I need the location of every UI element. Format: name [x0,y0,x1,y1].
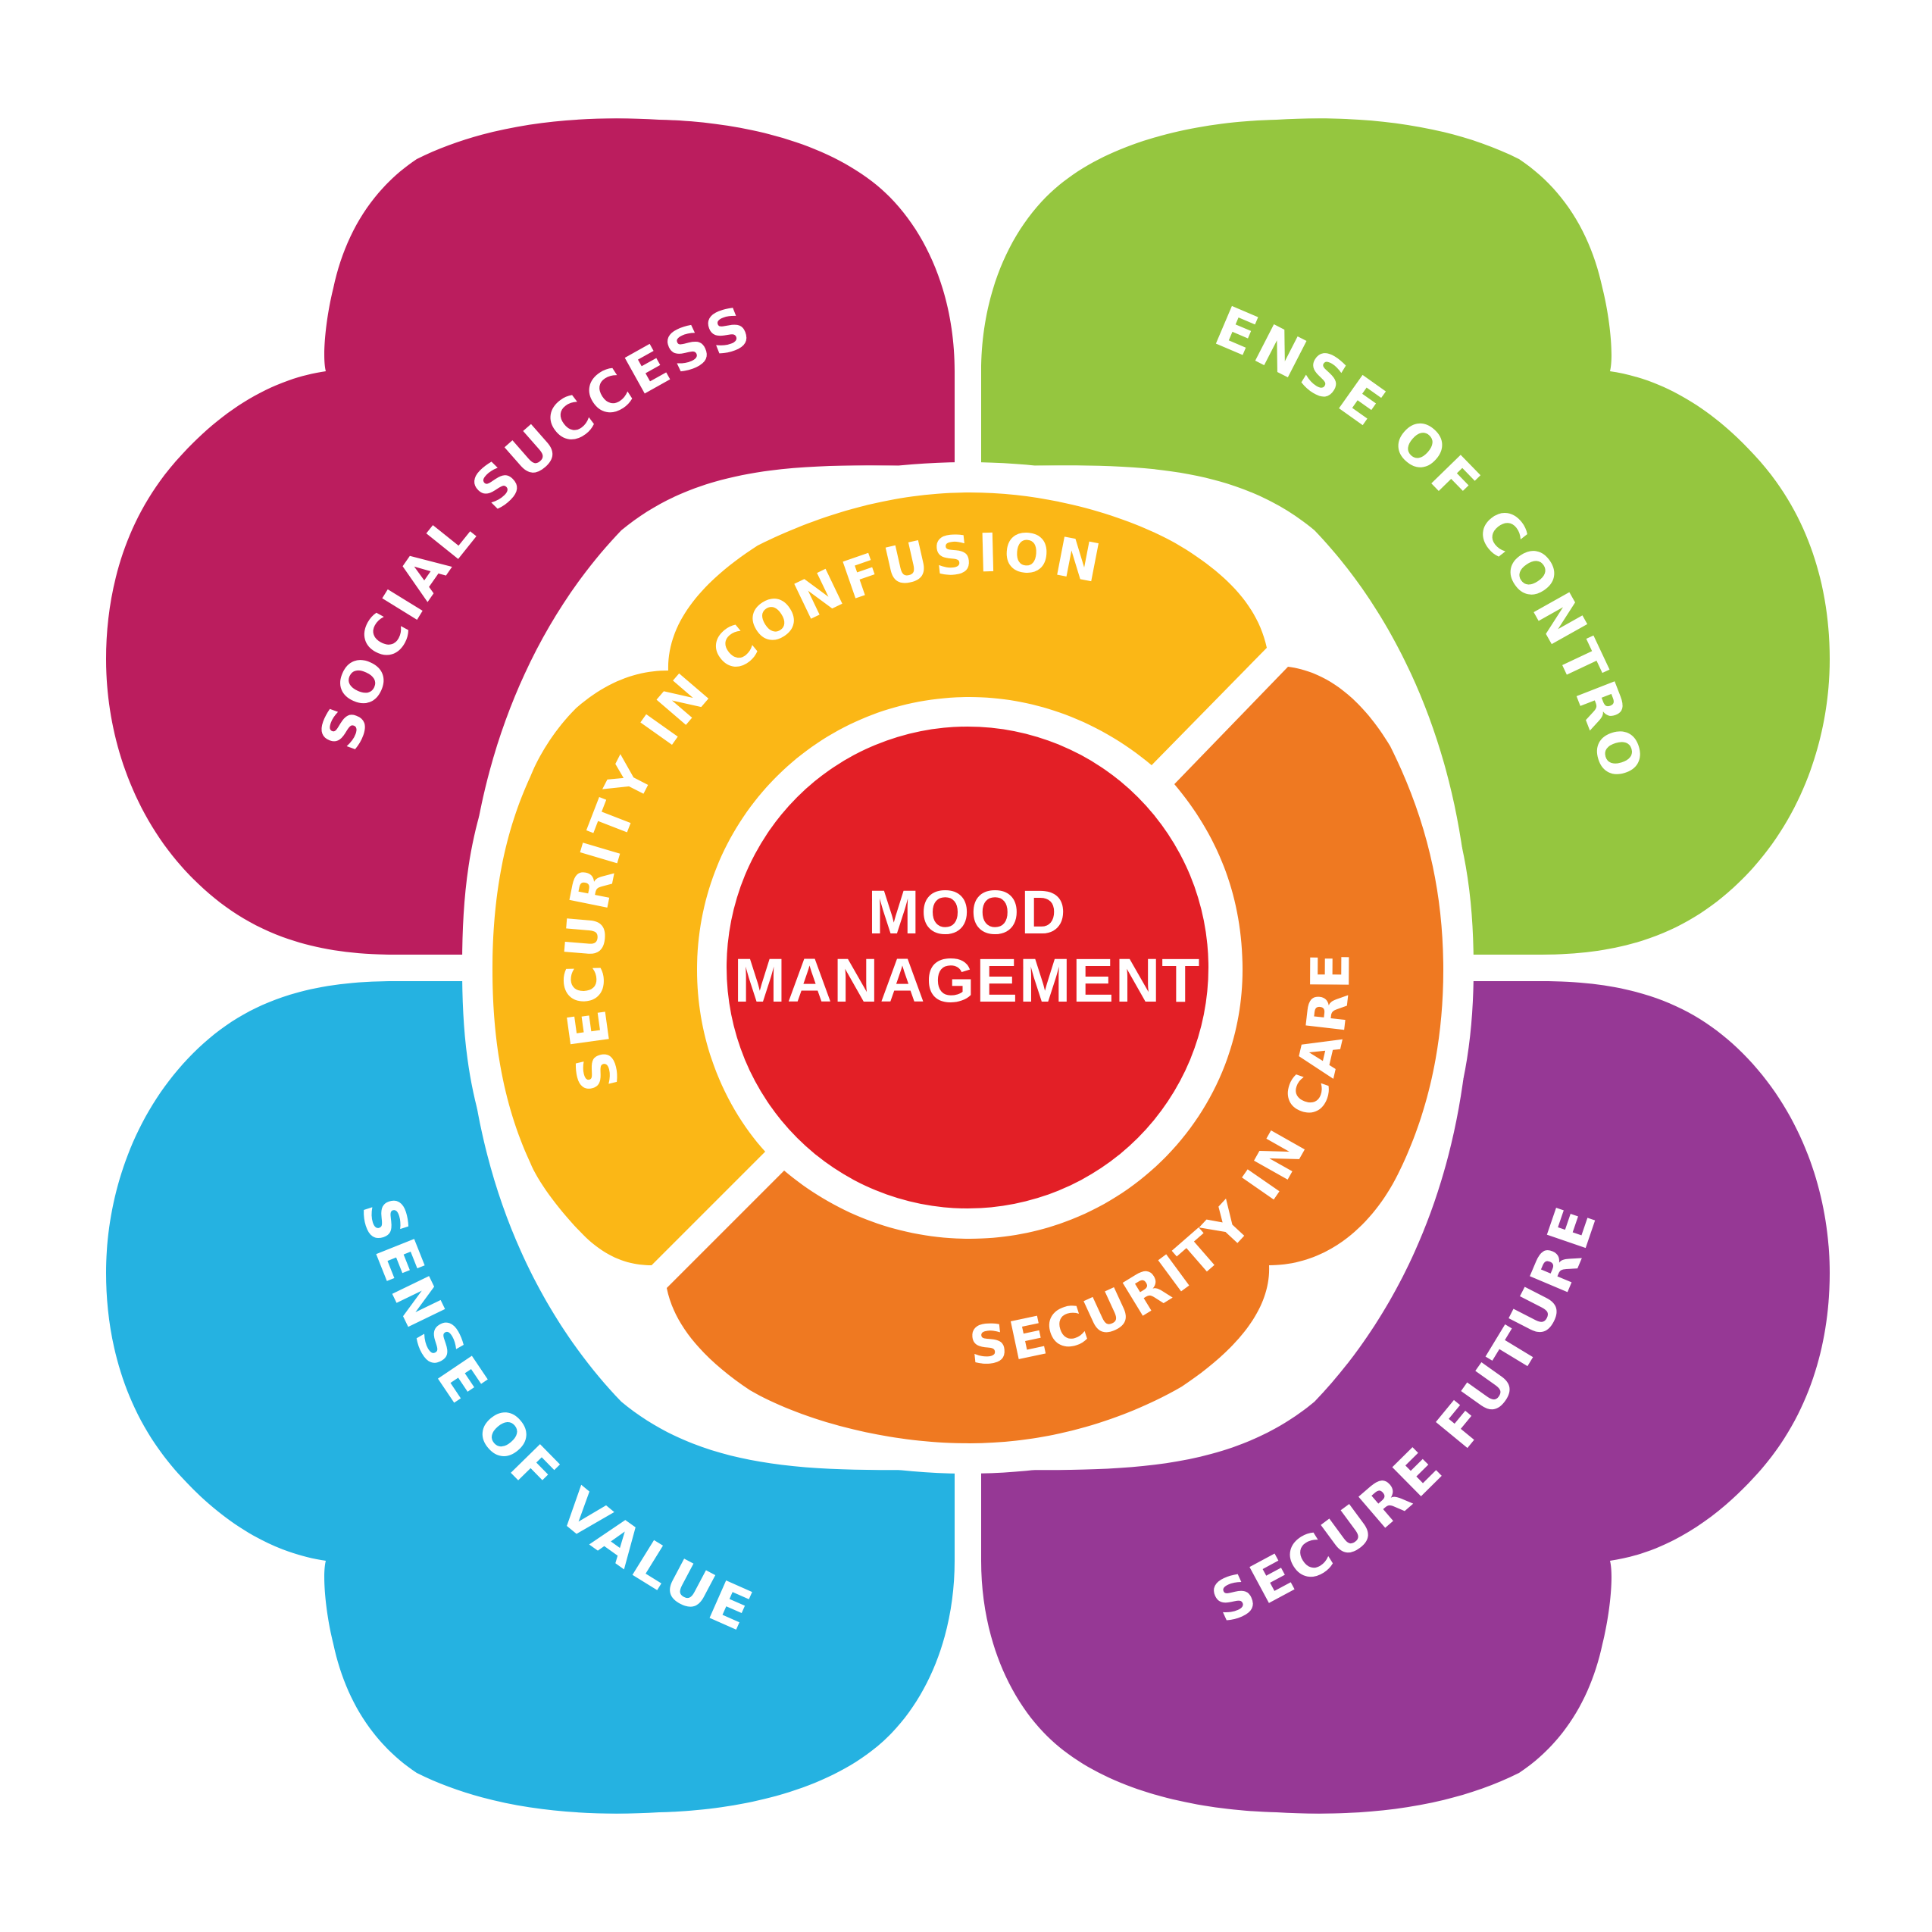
ring-segment [667,667,1443,1443]
center-mood-management: MOOD MANAGEMENT [727,727,1208,1208]
center-title-line-2: MANAGEMENT [734,946,1202,1015]
petal-shape [106,118,955,955]
center-title-line-1: MOOD [868,878,1067,947]
petal-shape [981,981,1830,1814]
petal-shape [981,118,1830,955]
ring-segment [492,492,1267,1265]
center-circle [727,727,1208,1208]
petal-shape [106,981,955,1814]
